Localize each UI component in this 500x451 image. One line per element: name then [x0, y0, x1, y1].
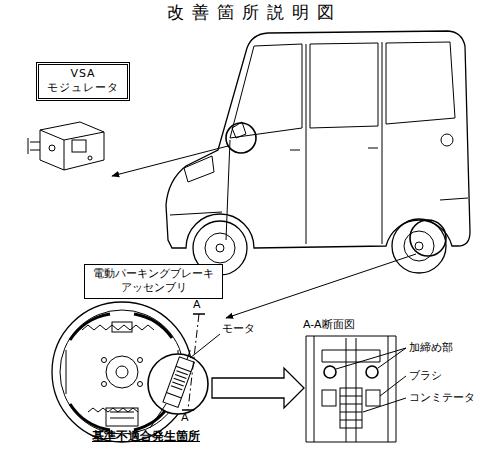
- parking-brake-illustration: [171, 371, 188, 390]
- car-illustration: [112, 146, 228, 176]
- section-view-illustration: [340, 388, 362, 428]
- parking-brake-illustration: [102, 358, 107, 363]
- section-view-illustration: [322, 390, 336, 406]
- car-illustration: [205, 233, 235, 263]
- part-label: ブラシ: [409, 369, 442, 382]
- section-view-illustration: [306, 336, 406, 442]
- section-view-illustration: [314, 336, 388, 442]
- parking-brake-illustration: [106, 356, 138, 388]
- part-label: コンミテータ: [409, 391, 475, 404]
- part-name-box: VSA モジュレータ: [36, 62, 130, 101]
- parking-brake-illustration: [110, 412, 134, 418]
- part-name: VSA モジュレータ: [45, 67, 121, 96]
- part-label: 加締め部: [409, 341, 453, 354]
- section-view-illustration: [363, 398, 406, 412]
- section-view-illustration: [366, 366, 378, 378]
- car-illustration: [216, 244, 224, 252]
- parking-brake-illustration: [112, 322, 132, 332]
- view-title: A-A断面図: [303, 318, 355, 331]
- parking-brake-illustration: [190, 334, 220, 358]
- car-illustration: [226, 254, 416, 318]
- parking-brake-illustration: [106, 408, 138, 426]
- parking-brake-illustration: [163, 357, 194, 408]
- section-mark: A: [181, 411, 189, 424]
- section-view-illustration: [366, 390, 380, 406]
- car-illustration: [226, 123, 256, 153]
- car-illustration: [184, 156, 214, 182]
- parking-brake-illustration: [70, 314, 172, 340]
- car-illustration: [226, 42, 382, 244]
- car-illustration: [290, 148, 378, 150]
- section-view-illustration: [346, 338, 356, 442]
- car-illustration: [170, 198, 468, 215]
- car-illustration: [386, 42, 455, 124]
- parking-brake-illustration: [70, 404, 170, 430]
- parking-brake-illustration: [116, 366, 128, 378]
- section-mark: A: [193, 298, 201, 311]
- diagram-title: 改善箇所説明図: [167, 2, 342, 22]
- parking-brake-illustration: [102, 382, 107, 387]
- car-illustration: [230, 44, 302, 138]
- part-label: モータ: [222, 322, 255, 335]
- parking-brake-illustration: [150, 404, 166, 428]
- parking-brake-illustration: [52, 302, 304, 442]
- section-view-illustration: [380, 376, 406, 396]
- vsa-modulator-illustration: [49, 145, 55, 151]
- parking-brake-illustration: [182, 314, 205, 410]
- car-illustration: [392, 219, 446, 273]
- section-view-illustration: [340, 396, 362, 420]
- parking-brake-illustration: [138, 358, 143, 363]
- parking-brake-illustration: [212, 368, 304, 408]
- parking-brake-illustration: [138, 382, 143, 387]
- part-name-box: 電動パーキングブレーキ アッセンブリ: [84, 264, 223, 299]
- defect-location-note: 基準不適合発生箇所: [92, 429, 200, 443]
- parking-brake-illustration: [148, 354, 208, 414]
- section-view-illustration: [306, 336, 396, 442]
- section-view-illustration: [336, 348, 406, 369]
- parking-brake-illustration: [82, 325, 154, 330]
- car-illustration: [310, 43, 378, 128]
- parking-brake-illustration: [188, 314, 199, 410]
- vsa-modulator-illustration: [88, 156, 92, 160]
- car-illustration: [415, 242, 423, 250]
- vsa-modulator-illustration: [40, 122, 104, 170]
- vsa-modulator-illustration: [72, 140, 86, 152]
- car-illustration: [166, 31, 470, 248]
- part-name: 電動パーキングブレーキ アッセンブリ: [91, 267, 216, 296]
- car-illustration: [441, 134, 453, 146]
- vsa-modulator-illustration: [28, 122, 104, 170]
- vsa-modulator-illustration: [40, 130, 104, 170]
- section-view-illustration: [322, 350, 380, 362]
- parking-brake-illustration: [88, 408, 138, 412]
- section-view-illustration: [324, 366, 336, 378]
- vsa-modulator-illustration: [28, 138, 40, 154]
- car-illustration: [410, 220, 446, 256]
